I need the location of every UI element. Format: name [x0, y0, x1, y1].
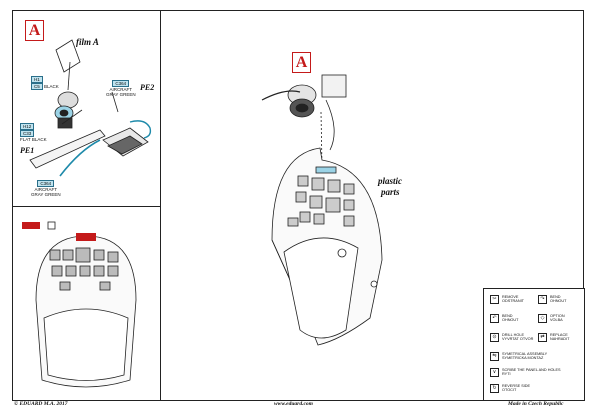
gunsight-main — [261, 74, 347, 151]
paint-name-gray-green-bottom: GRAY GREEN — [31, 192, 61, 197]
pe2-cyan-bracket — [129, 120, 152, 139]
pe1-strap — [29, 129, 106, 169]
remove-icon: ✂ — [490, 295, 499, 304]
bend-opposite-icon: ↶ — [490, 314, 499, 323]
scribe-icon: ∨ — [490, 368, 499, 377]
website-text: www.eduard.com — [274, 401, 313, 407]
plastic-parts-label-line2: parts — [381, 187, 400, 197]
main-step-a-badge: A — [292, 52, 311, 73]
instrument-panel-front-view — [35, 233, 137, 388]
plastic-parts-label-line1: plastic — [378, 176, 402, 186]
reverse-icon: ↻ — [490, 384, 499, 393]
copyright-text: © EDUARD M.A. 2017 — [14, 401, 68, 407]
vertical-divider — [160, 10, 161, 400]
drill-icon: ⊙ — [490, 333, 499, 342]
option-icon: ◇ — [538, 314, 547, 323]
paint-name-gray-green-top: GRAY GREEN — [106, 92, 136, 97]
paint-name-aircraft-top: AIRCRAFT — [109, 87, 133, 92]
red-part-marker — [22, 222, 40, 229]
paint-name-black: BLACK — [44, 84, 59, 89]
pe1-label: PE1 — [20, 146, 35, 155]
step-a-badge: A — [25, 20, 44, 41]
symmetry-icon: ⇋ — [490, 352, 499, 361]
small-part-icon — [47, 221, 56, 230]
sheet-frame — [12, 10, 584, 401]
gunsight-small — [54, 91, 79, 129]
horizontal-divider — [12, 206, 161, 207]
instrument-panel-main — [271, 147, 383, 346]
black-callout: H1 C5 BLACK — [31, 76, 59, 90]
paint-name-flat-black: FLAT BLACK — [20, 137, 47, 142]
paint-code-c5: C5 — [31, 83, 43, 90]
bend-icon: ↷ — [538, 295, 547, 304]
film-a-label: film A — [76, 37, 99, 47]
gray-green-callout-bottom: C364 AIRCRAFT GRAY GREEN — [31, 180, 61, 197]
film-a-sheet — [55, 39, 81, 73]
flat-black-callout: H12 C33 FLAT BLACK — [20, 123, 47, 142]
replace-icon: ⇄ — [538, 333, 547, 342]
paint-name-aircraft-bottom: AIRCRAFT — [34, 187, 58, 192]
pe2-label: PE2 — [140, 83, 155, 92]
gray-green-callout-top: C364 AIRCRAFT GRAY GREEN — [106, 80, 136, 97]
made-in-text: Made in Czech Republic — [508, 401, 564, 407]
